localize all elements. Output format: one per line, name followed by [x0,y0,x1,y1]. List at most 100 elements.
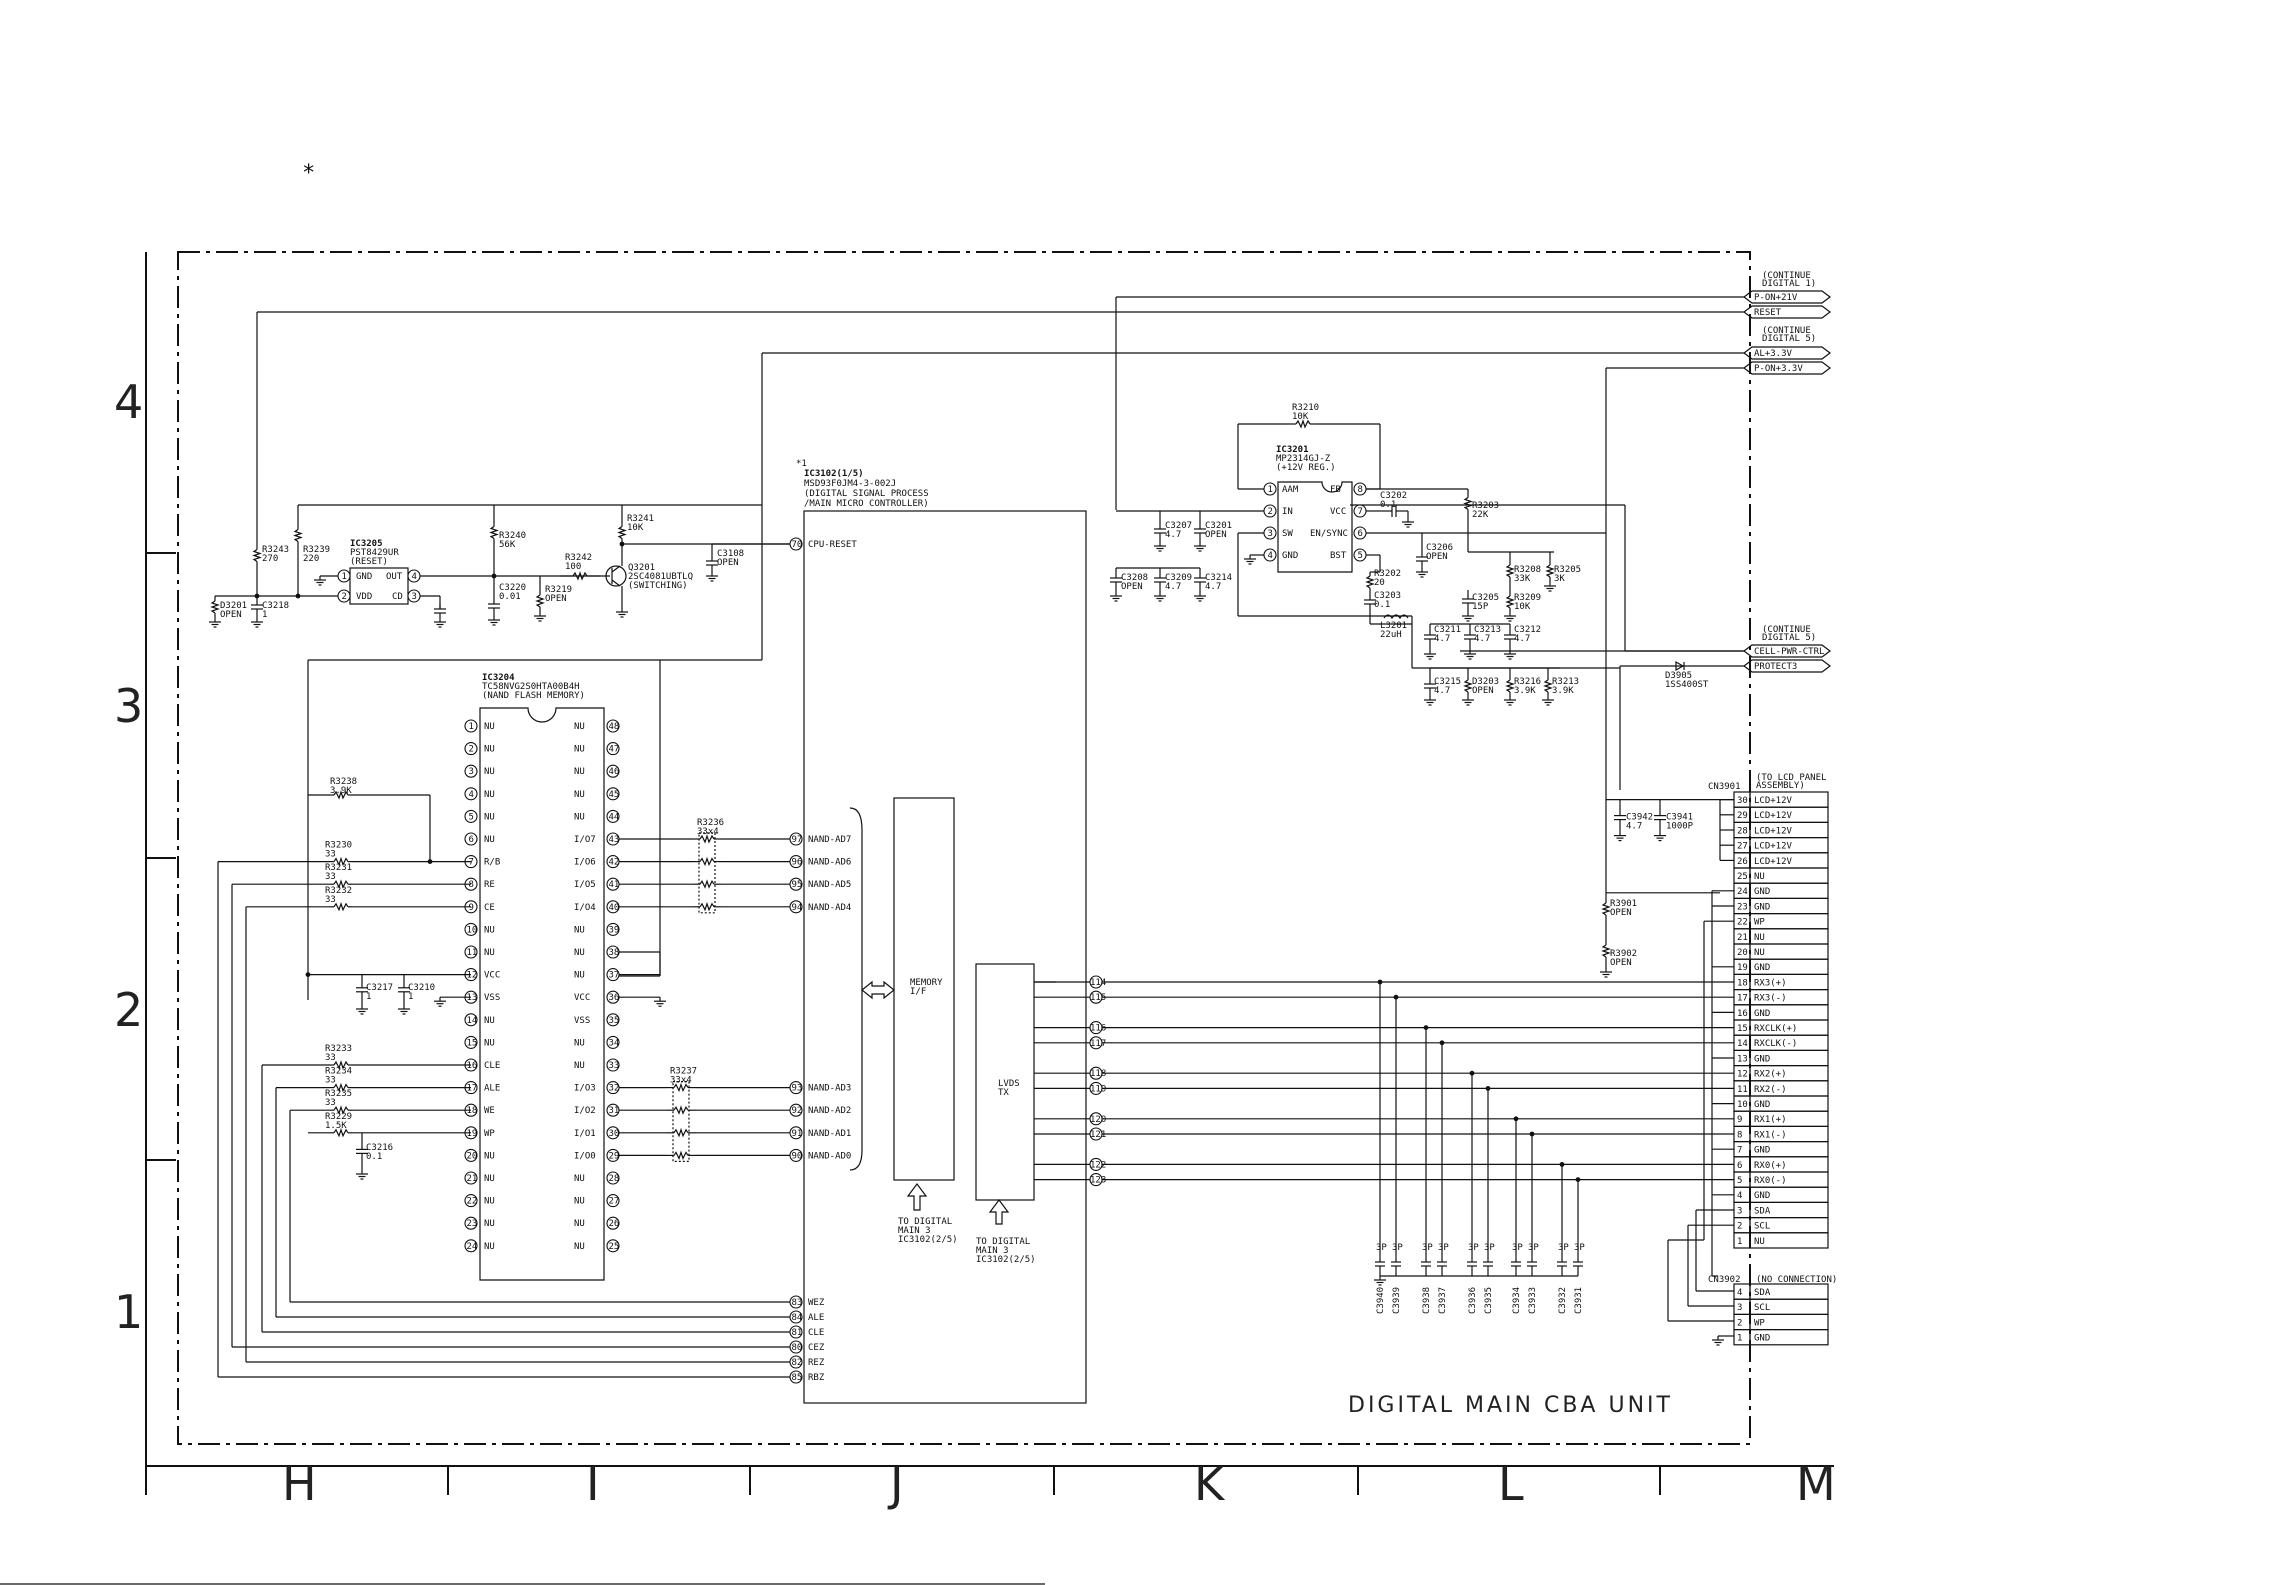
pin-number: 10 [467,925,478,935]
pin-number: 41 [609,880,620,890]
pin-number: 16 [467,1061,478,1071]
part-ref: C3202 [1380,491,1407,501]
connector-pin-number: 20 [1737,948,1748,958]
pin-name: VDD [356,592,372,602]
pin-name: NU [484,835,495,845]
resistor-symbol [699,901,715,912]
pin-number: 70 [792,540,803,550]
connector-pin-number: 10 [1737,1100,1748,1110]
resistor-symbol [1505,564,1515,578]
ic-ref: IC3102(1/5) [804,469,864,479]
part-value: 1 [408,992,413,1002]
connector-signal: SCL [1754,1303,1770,1313]
signal-name: RBZ [808,1373,825,1383]
part-value: OPEN [1472,686,1494,696]
pin-number: 23 [467,1219,478,1229]
signal-name: ALE [808,1313,824,1323]
connector-pin-number: 4 [1737,1191,1742,1201]
resistor-symbol [617,526,627,539]
ic3201-body [1277,481,1353,573]
pin-number: 17 [467,1084,478,1094]
part-ref: C3206 [1426,543,1453,553]
part-value: OPEN [220,610,242,620]
part-value: 4.7 [1165,530,1181,540]
pin-name: NU [484,1174,495,1184]
connector-pin-number: 30 [1737,796,1748,806]
connector-pin-number: 2 [1737,1318,1742,1328]
part-value: 4.7 [1514,634,1530,644]
connector-signal: RX3(-) [1754,994,1787,1004]
connector-signal: GND [1754,902,1770,912]
pin-circle [606,922,620,936]
pin-number: 91 [792,1129,803,1139]
connector-signal: RX1(-) [1754,1130,1787,1140]
pin-number: 11 [467,948,478,958]
connector-signal: NU [1754,1237,1765,1247]
pin-circle [464,1013,478,1027]
down-arrow [906,1183,928,1211]
resistor-symbol [1463,679,1473,693]
connector-signal: RXCLK(+) [1754,1024,1797,1034]
pin-circle [789,1310,803,1324]
connector-pin-number: 24 [1737,887,1748,897]
pin-circle [789,1081,803,1095]
signal-name: WEZ [808,1298,825,1308]
pin-number: 2 [342,592,347,602]
signal-connector-tag [1743,305,1831,319]
connector-pin-number: 4 [1737,1288,1742,1298]
connector-pin-number: 12 [1737,1070,1748,1080]
pin-name: NU [574,1038,585,1048]
pin-circle [789,1103,803,1117]
part-value: 3K [1554,574,1565,584]
connector-signal: GND [1754,1146,1770,1156]
pin-number: 7 [469,858,474,868]
grid-col-label: I [586,1457,600,1511]
part-value: 33x4 [670,1076,692,1086]
part-ref: R3234 [325,1067,352,1077]
pin-name: NU [484,745,495,755]
cap-ref: C3934 [1512,1287,1522,1314]
pin-circle [464,922,478,936]
ic-part: PST8429UR [350,548,399,558]
part-ref: R3236 [697,818,724,828]
connector-pin-number: 1 [1737,1334,1742,1344]
pin-circle [789,1340,803,1354]
signal-name: CLE [808,1328,824,1338]
connector-signal: SDA [1754,1288,1771,1298]
pin-circle [789,1355,803,1369]
resistor-symbol [673,1082,689,1093]
connector-pin-number: 27 [1737,842,1748,852]
connector-signal: RX0(-) [1754,1176,1787,1186]
junction-dot [1393,994,1399,1000]
signal-name: NAND-AD0 [808,1151,851,1161]
part-ref: C3208 [1121,573,1148,583]
q3201-transistor-symbol [605,565,627,587]
transistor-part: 2SC4081UBTLQ [628,572,693,582]
connector-signal: LCD+12V [1754,842,1793,852]
connector-pin-number: 17 [1737,994,1748,1004]
part-ref: R3233 [325,1044,352,1054]
pin-number: 83 [792,1298,803,1308]
connector-signal: NU [1754,933,1765,943]
connector-pin-number: 23 [1737,902,1748,912]
pin-number: 4 [412,572,417,582]
signal-connector-tag [1743,659,1831,673]
ic-ref: IC3205 [350,539,383,549]
grid-col-label: M [1796,1457,1836,1511]
pin-name: NU [574,1174,585,1184]
connector-signal: RX1(+) [1754,1115,1787,1125]
cap-value: 3P [1558,1243,1569,1253]
part-value: 4.7 [1474,634,1490,644]
resistor-symbol [333,1127,349,1138]
pin-name: VCC [1330,507,1346,517]
pin-name: NU [484,1016,495,1026]
cap-value: 3P [1468,1243,1479,1253]
pin-name: EN/SYNC [1310,529,1348,539]
pin-number: 114 [1090,978,1106,988]
connector-signal: GND [1754,1100,1770,1110]
resistor-symbol [333,901,349,912]
pin-number: 19 [467,1129,478,1139]
cap-ref: C3931 [1574,1287,1584,1314]
